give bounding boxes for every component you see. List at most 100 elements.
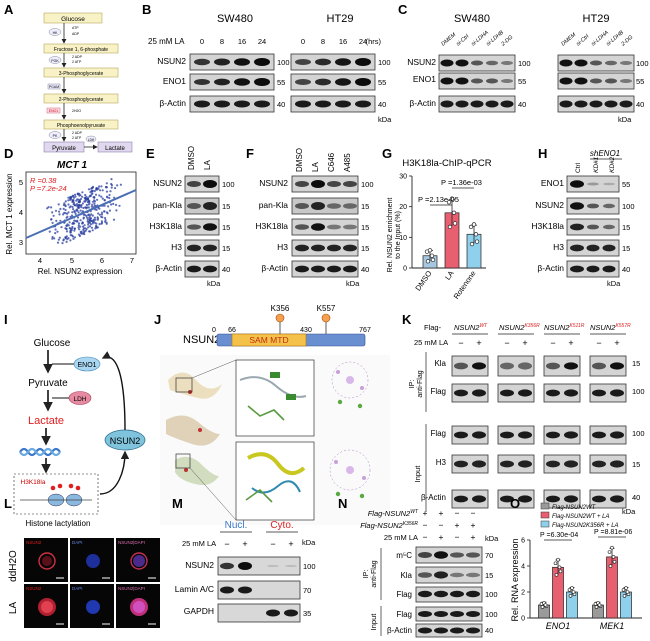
scatter-point: [71, 211, 74, 214]
data-point: [474, 239, 480, 244]
aa-position: 430: [300, 327, 312, 334]
time-label: 24: [258, 37, 266, 46]
scatter-point: [78, 228, 81, 231]
scatter-point: [79, 219, 82, 222]
step-pyruvate: Pyruvate: [52, 146, 76, 152]
scatter-point: [100, 195, 103, 198]
scatter-point: [54, 228, 57, 231]
scatter-point: [86, 218, 89, 221]
scatter-point: [91, 229, 94, 232]
scatter-point: [72, 203, 75, 206]
row-label-ddh2o: ddH2O: [8, 550, 19, 582]
scatter-point: [97, 212, 100, 215]
sign: +: [614, 338, 619, 348]
time-labels-sw480: 0 8 16 24: [200, 37, 266, 46]
p-value-1: P =1.36e-03: [441, 178, 482, 187]
y-axis-label-1: Rel. NSUN2 enrichment: [387, 198, 394, 273]
data-point: [621, 588, 626, 592]
lane-label: Ctrl: [575, 162, 582, 173]
blot-frame: [497, 383, 535, 403]
cell-line-ht29: HT29: [327, 13, 354, 25]
scatter-point: [88, 230, 91, 233]
cofactor-2adp-2: 2 ADP: [72, 131, 83, 135]
band: [518, 389, 532, 397]
y-axis-label-2: to the Input (%): [395, 211, 402, 259]
scatter-point: [54, 232, 57, 235]
scatter-point: [106, 212, 109, 215]
panel-h: H shENO1 Ctrl KD#1 KD#2 ENO1 NSUN2 H3K18…: [531, 146, 634, 288]
scatter-point: [108, 193, 111, 197]
band: [518, 460, 532, 468]
if-images: [24, 538, 160, 628]
row-label: NSUN2: [535, 200, 564, 210]
scatter-point: [77, 211, 80, 214]
mw-marker: 15: [361, 244, 369, 253]
band: [518, 362, 532, 370]
blot-frame: [589, 383, 627, 403]
x-tick-label: ENO1: [546, 621, 571, 631]
treatment-label: 25 mM LA: [182, 539, 216, 548]
data-point: [473, 232, 479, 237]
cofactor-2adp: 2 ADP: [72, 55, 83, 59]
scatter-point: [81, 195, 84, 198]
scatter-point: [67, 196, 70, 199]
scatter-point: [103, 199, 106, 202]
mw-marker: 40: [361, 265, 369, 274]
panel-k: K Flag- NSUN2WT NSUN2K356R NSUN2K511R NS…: [402, 312, 645, 516]
lane-label: KD#1: [593, 156, 600, 173]
enzyme-pgk: PGK: [51, 59, 59, 63]
mw-marker: 15: [361, 202, 369, 211]
sign: −: [270, 539, 275, 549]
site-marker: [321, 313, 331, 323]
scatter-point: [61, 242, 64, 245]
scatter-point: [52, 214, 55, 217]
row-label: pan-Kla: [259, 200, 289, 210]
band: [546, 431, 560, 439]
channel-label: NSUN2: [26, 540, 42, 545]
blot-frame: [451, 355, 489, 377]
cell-line-sw480: SW480: [217, 13, 253, 25]
row-label: pan-Kla: [153, 200, 183, 210]
time-label: 16: [339, 37, 347, 46]
blot-frame: [543, 425, 581, 445]
lane-label: DMSO: [187, 146, 196, 170]
sign: +: [242, 539, 247, 549]
mw-marker: 55: [277, 78, 285, 87]
scatter-point: [85, 207, 88, 210]
mw-marker: 100: [303, 562, 316, 571]
band: [564, 460, 578, 468]
sign: +: [522, 338, 527, 348]
data-point: [567, 588, 572, 592]
scatter-point: [87, 213, 90, 217]
scatter-point: [100, 213, 104, 216]
mw-marker: 100: [222, 180, 235, 189]
row-label: NSUN2: [185, 560, 214, 570]
data-point: [594, 605, 599, 609]
scatter-point: [51, 221, 54, 224]
data-point: [430, 257, 436, 263]
scatter-point: [57, 203, 60, 206]
band: [472, 495, 486, 503]
lane-label: C646: [327, 152, 336, 172]
band: [592, 431, 606, 439]
band: [454, 362, 468, 370]
band: [564, 431, 578, 439]
legend-swatch: [540, 511, 550, 519]
data-point: [554, 573, 559, 577]
scatter-point: [108, 209, 111, 212]
blot-frame: [543, 355, 581, 377]
y-tick: 5: [19, 178, 23, 187]
scatter-point: [95, 222, 98, 225]
scatter-point: [92, 218, 95, 221]
band: [472, 389, 486, 397]
scatter-point: [105, 182, 108, 185]
scatter-point: [116, 184, 119, 187]
mw-marker: 40: [636, 100, 644, 109]
data-point: [625, 590, 630, 594]
scatter-point: [93, 190, 96, 193]
mw-marker: 15: [632, 359, 640, 368]
scatter-point: [48, 230, 51, 233]
scatter-point: [65, 230, 69, 233]
band: [472, 431, 486, 439]
mw-marker: 100: [636, 59, 649, 68]
